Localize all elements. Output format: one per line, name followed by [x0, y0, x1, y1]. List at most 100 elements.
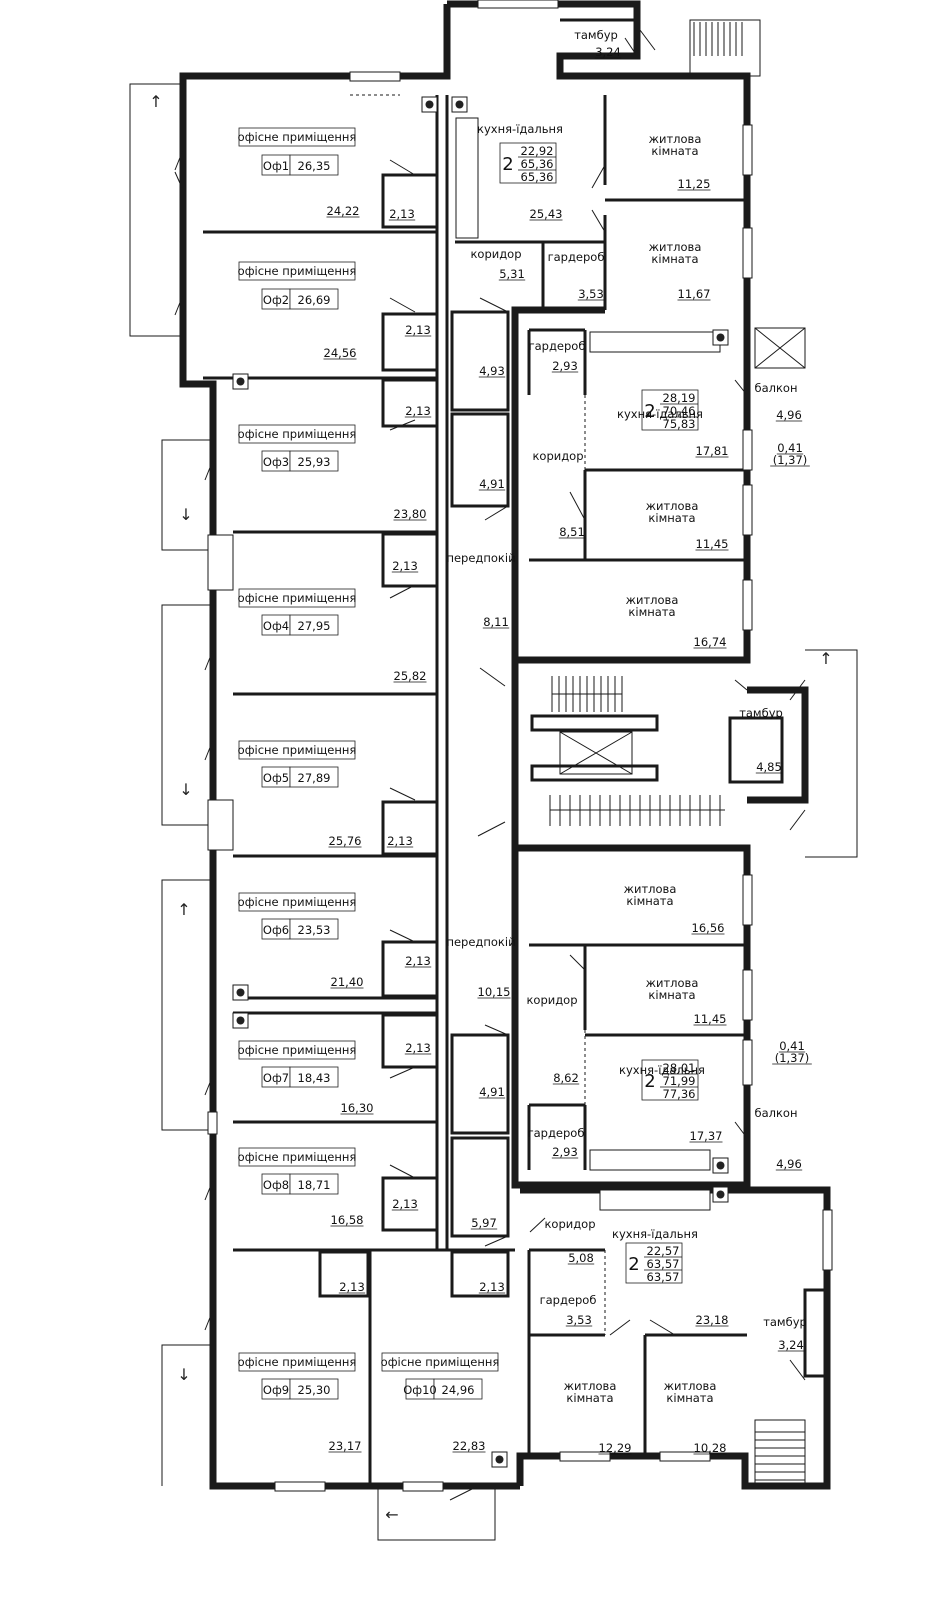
office-wc-area-o7: 2,13	[405, 1041, 431, 1055]
room-living-3b-l1: житлова	[646, 976, 699, 990]
room-living-4a-l1: житлова	[564, 1379, 617, 1393]
apartment-total-a4: 63,57	[647, 1257, 680, 1271]
office-label-o4: офісне приміщення	[238, 591, 357, 605]
room-living-4b-l2: кімната	[666, 1391, 713, 1405]
area-bath1: 4,93	[479, 364, 505, 378]
office-main-area-o5: 25,76	[329, 834, 362, 848]
office-total-box-o1	[289, 154, 339, 176]
office-total-o6: 23,53	[298, 923, 331, 937]
office-main-area-o6: 21,40	[331, 975, 364, 989]
office-code-o6: Оф6	[263, 923, 289, 937]
area-wardrobe4: 3,53	[566, 1313, 592, 1327]
area-balcony2_small: 0,41	[777, 441, 803, 455]
room-wardrobe-1: гардероб	[548, 250, 605, 264]
room-vestibule-mid: тамбур	[739, 706, 783, 720]
apartment-living-a1: 22,92	[521, 144, 554, 158]
area-kitchen2: 17,81	[696, 444, 729, 458]
office-wc-area-o4: 2,13	[392, 559, 418, 573]
office-wc-area-o2: 2,13	[405, 323, 431, 337]
office-main-area-o8: 16,58	[331, 1213, 364, 1227]
outer-wall-right-lower	[511, 844, 751, 1189]
office-wc-area-o10: 2,13	[479, 1280, 505, 1294]
room-wardrobe-4: гардероб	[540, 1293, 597, 1307]
room-living-3b-l2: кімната	[648, 988, 695, 1002]
apartment-summary-box-a2	[641, 389, 699, 431]
area-balcony3: 4,96	[776, 1157, 802, 1171]
apartment-rooms-a3: 2	[644, 1071, 655, 1092]
windows	[207, 0, 833, 1492]
office-total-o10: 24,96	[442, 1383, 475, 1397]
apartment-rooms-a4: 2	[628, 1254, 639, 1275]
office-wc-area-o1: 2,13	[389, 207, 415, 221]
room-living-2a-l1: житлова	[646, 499, 699, 513]
apartment-total2-a3: 77,36	[663, 1087, 696, 1101]
office-main-area-o9: 23,17	[329, 1439, 362, 1453]
room-living-2b-l1: житлова	[626, 593, 679, 607]
room-living-3a-l1: житлова	[624, 882, 677, 896]
arrow-up-1: ↑	[149, 92, 162, 111]
office-total-box-o4	[289, 614, 339, 636]
office-total-o9: 25,30	[298, 1383, 331, 1397]
area-living4b: 10,28	[694, 1441, 727, 1455]
office-label-box-o2	[238, 261, 356, 281]
area-living3a: 16,56	[692, 921, 725, 935]
office-total-o8: 18,71	[298, 1178, 331, 1192]
area-balcony3_small2: (1,37)	[775, 1051, 810, 1065]
office-label-o1: офісне приміщення	[238, 130, 357, 144]
office-code-o3: Оф3	[263, 455, 289, 469]
area-bath3: 4,91	[479, 1085, 505, 1099]
area-living2b: 16,74	[694, 635, 727, 649]
dashed-lines	[350, 94, 606, 1335]
outer-walls	[179, 0, 831, 1490]
office-total-box-o7	[289, 1066, 339, 1088]
arrow-down-1: ↓	[179, 505, 192, 524]
area-wardrobe2: 2,93	[552, 359, 578, 373]
office-label-box-o10	[381, 1352, 499, 1372]
area-kitchen3: 17,37	[690, 1129, 723, 1143]
area-balcony2: 4,96	[776, 408, 802, 422]
office-wc-area-o5: 2,13	[387, 834, 413, 848]
area-living4a: 12,29	[599, 1441, 632, 1455]
apartment-living-a2: 28,19	[663, 391, 696, 405]
room-kitchen-2: кухня-їдальня	[617, 407, 703, 421]
area-living1a: 11,25	[678, 177, 711, 191]
office-label-o9: офісне приміщення	[238, 1355, 357, 1369]
room-vestibule-bottom: тамбур	[763, 1315, 807, 1329]
area-corridor4: 5,08	[568, 1251, 594, 1265]
office-label-box-o1	[238, 127, 356, 147]
room-corridor-2: коридор	[532, 449, 583, 463]
apartment-summary-box-a1	[499, 142, 557, 184]
office-total-o4: 27,95	[298, 619, 331, 633]
office-label-o2: офісне приміщення	[238, 264, 357, 278]
apartment-total2-a2: 75,83	[663, 417, 696, 431]
office-label-box-o7	[238, 1040, 356, 1060]
shaft-markers	[232, 96, 729, 1468]
arrow-up-2: ↑	[177, 900, 190, 919]
office-total-box-o10	[433, 1378, 483, 1400]
office-code-o8: Оф8	[263, 1178, 289, 1192]
area-anteroom_bottom: 10,15	[478, 985, 511, 999]
office-total-box-o5	[289, 766, 339, 788]
office-label-o3: офісне приміщення	[238, 427, 357, 441]
office-total-o7: 18,43	[298, 1071, 331, 1085]
area-balcony2_small2: (1,37)	[773, 453, 808, 467]
office-label-o7: офісне приміщення	[238, 1043, 357, 1057]
office-total-o1: 26,35	[298, 159, 331, 173]
door-swings	[174, 29, 806, 1501]
office-code-o5: Оф5	[263, 771, 289, 785]
office-label-box-o9	[238, 1352, 356, 1372]
room-balcony-upper: балкон	[755, 381, 798, 395]
room-living-2b-l2: кімната	[628, 605, 675, 619]
area-kitchen4: 23,18	[696, 1313, 729, 1327]
arrow-left-1: ←	[385, 1505, 398, 1524]
room-wardrobe-2: гардероб	[529, 339, 586, 353]
kitchen-counters	[455, 117, 721, 1211]
office-total-o5: 27,89	[298, 771, 331, 785]
office-label-o10: офісне приміщення	[381, 1355, 500, 1369]
office-wc-area-o9: 2,13	[339, 1280, 365, 1294]
stairs-lower	[549, 795, 725, 826]
room-corridor-4: коридор	[544, 1217, 595, 1231]
office-total-o2: 26,69	[298, 293, 331, 307]
